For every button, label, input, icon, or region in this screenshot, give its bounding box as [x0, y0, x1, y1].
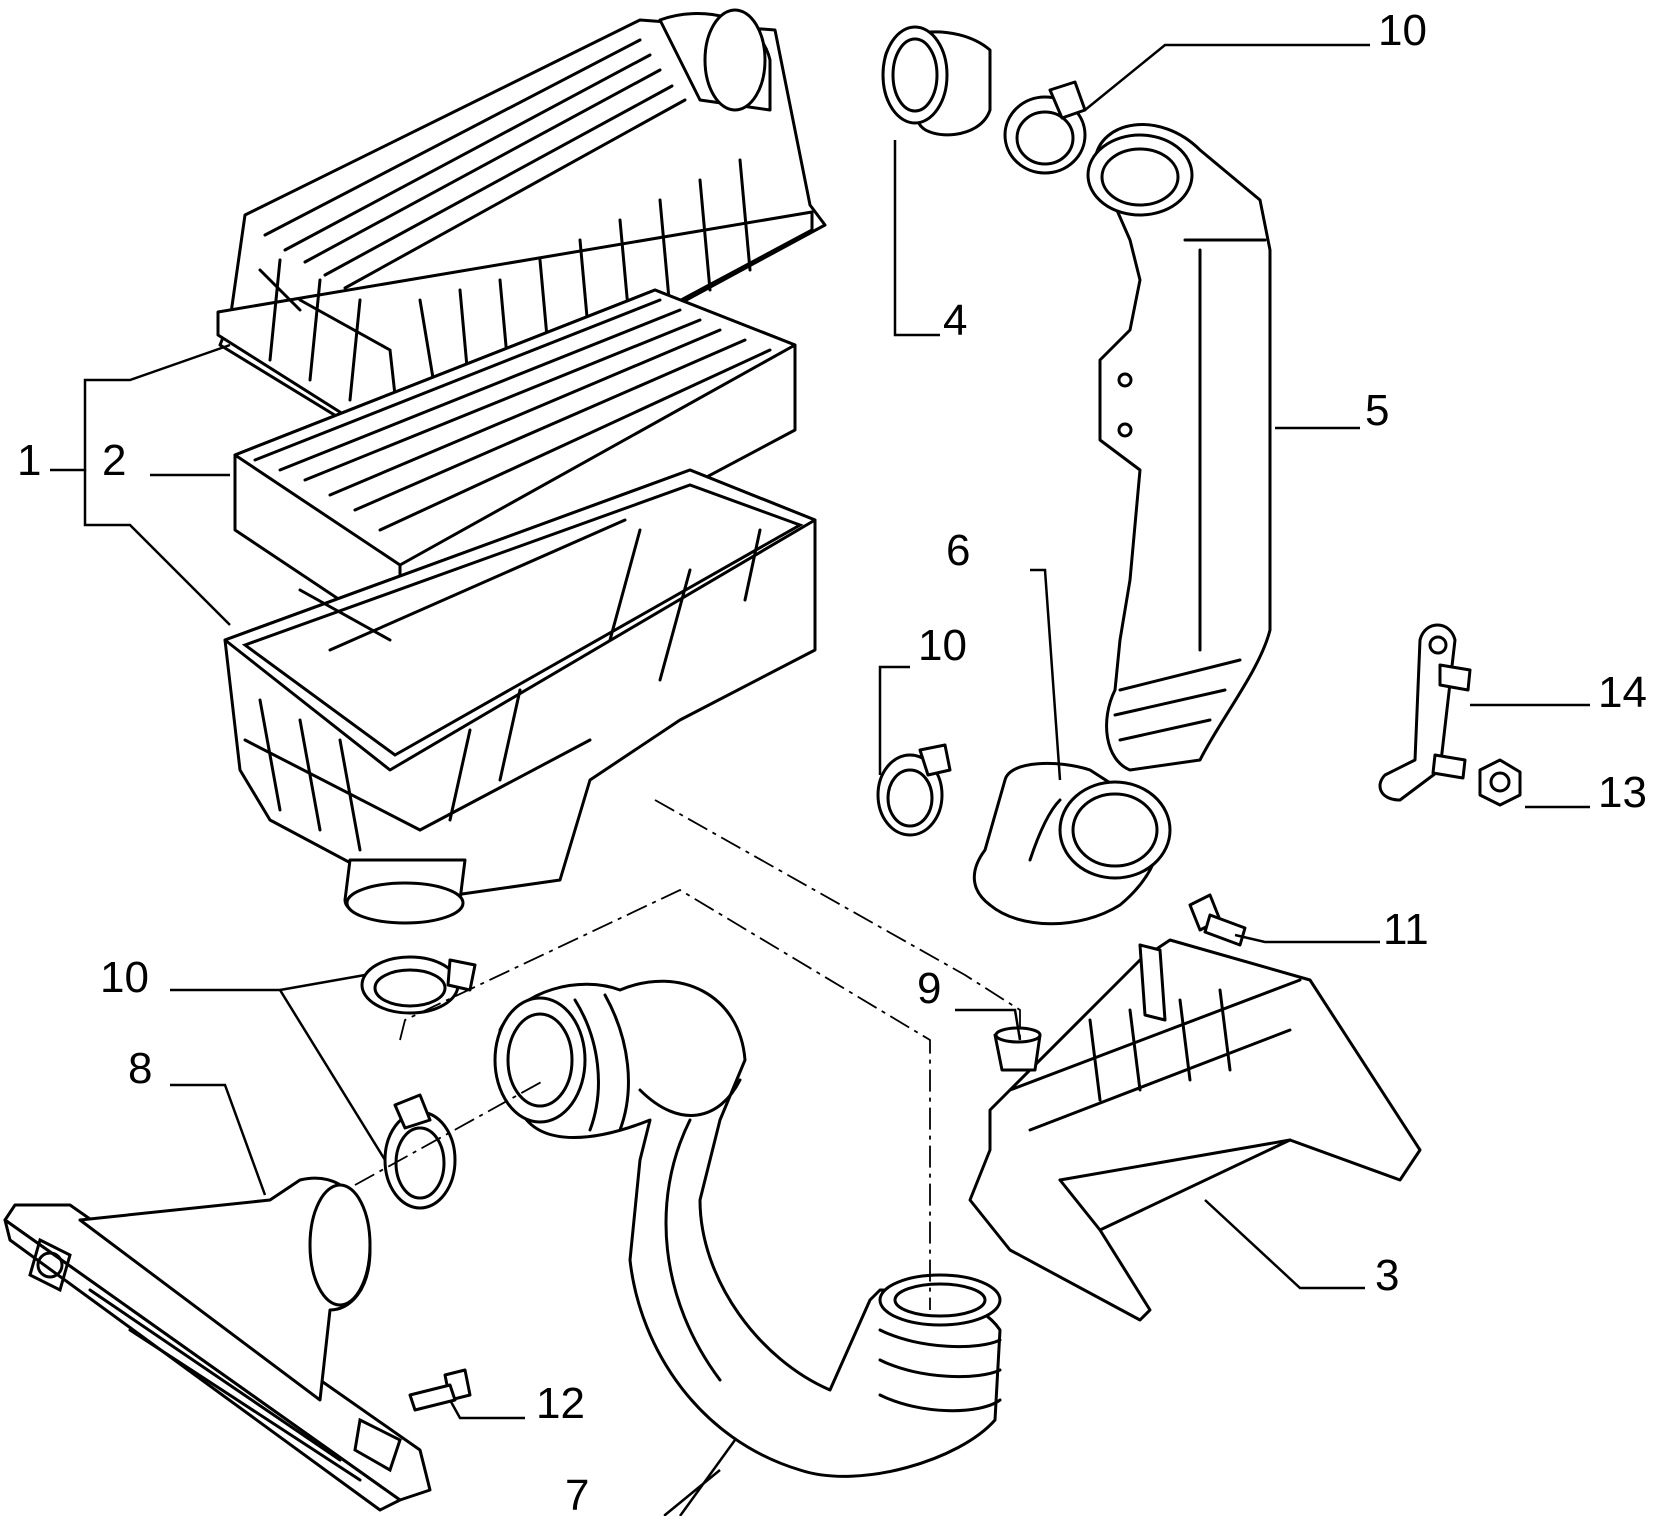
assembly-lines	[354, 799, 1021, 1310]
air-filter-cover	[216, 8, 827, 457]
bolt-12	[408, 1368, 472, 1412]
callout-1: 1	[17, 436, 41, 485]
callout-8: 8	[128, 1044, 152, 1093]
main-intake-hose	[493, 979, 1002, 1478]
bracket	[1378, 623, 1472, 802]
hose-clamp-mid	[876, 743, 952, 837]
callout-6: 6	[946, 526, 970, 575]
hose-clamp-top	[1003, 80, 1087, 175]
callout-labels: 1 2 3 4 5 6 7 8 9 10 10 10 11 12 13 14	[17, 6, 1647, 1516]
filter-housing	[223, 468, 817, 925]
callout-13: 13	[1598, 768, 1647, 817]
nut	[1478, 758, 1522, 807]
bolt-11	[1188, 893, 1247, 947]
air-inlet-snorkel	[3, 1176, 432, 1512]
elbow-hose	[972, 762, 1172, 926]
callout-10-mid: 10	[918, 621, 967, 670]
mounting-bracket	[968, 938, 1422, 1322]
callout-14: 14	[1598, 668, 1647, 717]
callout-12: 12	[536, 1379, 585, 1428]
air-intake-duct	[1086, 123, 1272, 772]
grommet	[993, 1026, 1042, 1072]
callout-3: 3	[1375, 1251, 1399, 1300]
hose-clamp-upper-left	[360, 955, 477, 1015]
callout-10-left: 10	[100, 953, 149, 1002]
rubber-boot	[881, 25, 992, 137]
callout-10-top: 10	[1378, 6, 1427, 55]
callout-4: 4	[943, 296, 967, 345]
callout-2: 2	[102, 436, 126, 485]
hose-clamp-lower-left	[383, 1093, 457, 1210]
callout-11: 11	[1383, 905, 1429, 954]
callout-9: 9	[917, 964, 941, 1013]
leader-lines	[50, 43, 1590, 1516]
callout-7: 7	[565, 1471, 589, 1516]
callout-5: 5	[1365, 386, 1389, 435]
